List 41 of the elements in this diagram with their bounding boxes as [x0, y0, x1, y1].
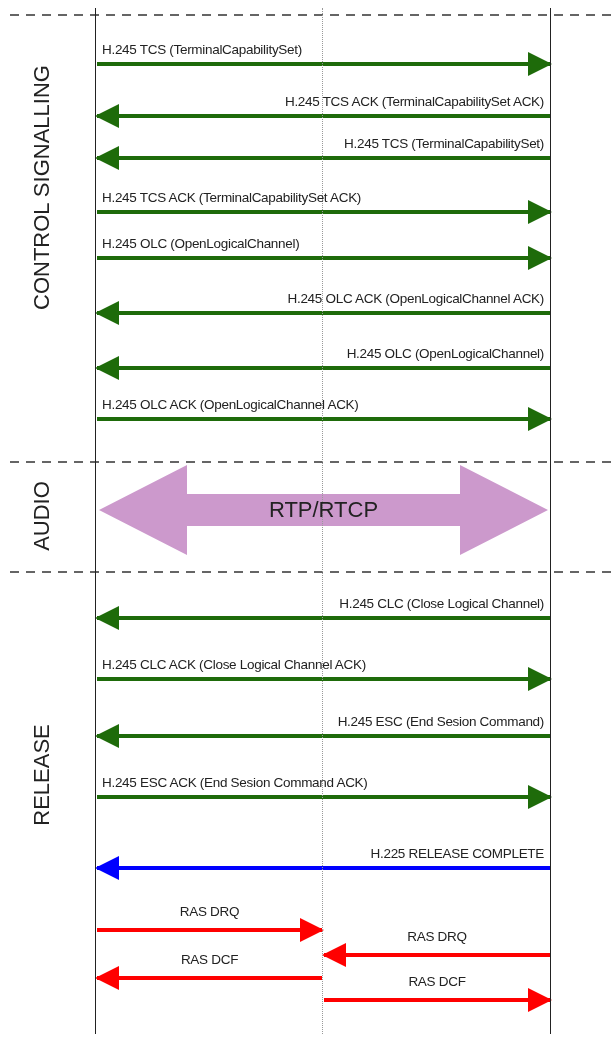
- arrow: [97, 667, 552, 691]
- edge-label: H.245 OLC ACK (OpenLogicalChannel ACK): [287, 291, 544, 307]
- arrow: [97, 785, 552, 809]
- edge-label: H.225 RELEASE COMPLETE: [370, 846, 544, 862]
- edge-label: H.245 ESC (End Sesion Command): [337, 714, 544, 730]
- arrow: [95, 856, 550, 880]
- edge-label: RTP/RTCP: [267, 498, 380, 522]
- edge-label: H.245 CLC (Close Logical Channel): [339, 596, 544, 612]
- arrow: [97, 52, 552, 76]
- lifeline: [550, 8, 552, 1034]
- arrow: [95, 966, 322, 990]
- edge-label: H.245 OLC (OpenLogicalChannel): [346, 346, 544, 362]
- edge-label: H.245 TCS (TerminalCapabilitySet): [344, 136, 544, 152]
- section-label: AUDIO: [30, 480, 54, 553]
- arrow: [95, 146, 550, 170]
- arrow: [97, 407, 552, 431]
- edge-label: H.245 OLC (OpenLogicalChannel): [102, 236, 300, 252]
- edge-label: H.245 ESC ACK (End Sesion Command ACK): [102, 775, 368, 791]
- edge-label: RAS DCF: [179, 952, 240, 968]
- lifeline: [95, 8, 97, 1034]
- edge-label: H.245 TCS (TerminalCapabilitySet): [102, 42, 302, 58]
- arrow: [95, 724, 550, 748]
- double-arrow: [99, 465, 548, 555]
- edge-label: H.245 TCS ACK (TerminalCapabilitySet ACK): [102, 190, 362, 206]
- arrow: [322, 943, 550, 967]
- arrow: [95, 356, 550, 380]
- edge-label: H.245 TCS ACK (TerminalCapabilitySet ACK): [284, 94, 544, 110]
- section-label: RELEASE: [30, 723, 54, 828]
- arrow: [95, 606, 550, 630]
- arrow: [95, 104, 550, 128]
- edge-label: RAS DRQ: [178, 904, 241, 920]
- arrow: [97, 200, 552, 224]
- edge-label: RAS DRQ: [406, 929, 468, 945]
- arrow: [324, 988, 552, 1012]
- edge-label: H.245 CLC ACK (Close Logical Channel ACK): [102, 657, 366, 673]
- arrow: [97, 246, 552, 270]
- edge-label: RAS DCF: [407, 974, 467, 990]
- edge-label: H.245 OLC ACK (OpenLogicalChannel ACK): [102, 397, 359, 413]
- arrow: [97, 918, 324, 942]
- arrow: [95, 301, 550, 325]
- dotted-lifeline: [322, 8, 324, 1034]
